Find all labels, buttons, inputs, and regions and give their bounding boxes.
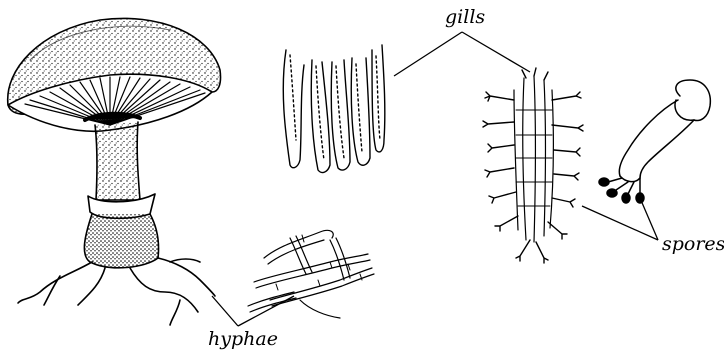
basidium-illustration — [599, 80, 710, 203]
spores-label: spores — [662, 235, 724, 254]
gills-leader-line-right — [462, 32, 530, 72]
gills-illustration — [283, 45, 385, 172]
hyphae-label: hyphae — [208, 330, 278, 349]
gills-label: gills — [445, 8, 485, 27]
mushroom-illustration — [8, 18, 221, 325]
gills-leader-line-left — [394, 32, 462, 76]
spores-leader-line-left — [582, 206, 658, 240]
spore-bearing-gill-illustration — [483, 68, 583, 263]
hyphae-leader-line-left — [212, 296, 238, 326]
hyphae-leader-line-right — [238, 296, 294, 326]
hyphae-illustration — [248, 230, 374, 318]
